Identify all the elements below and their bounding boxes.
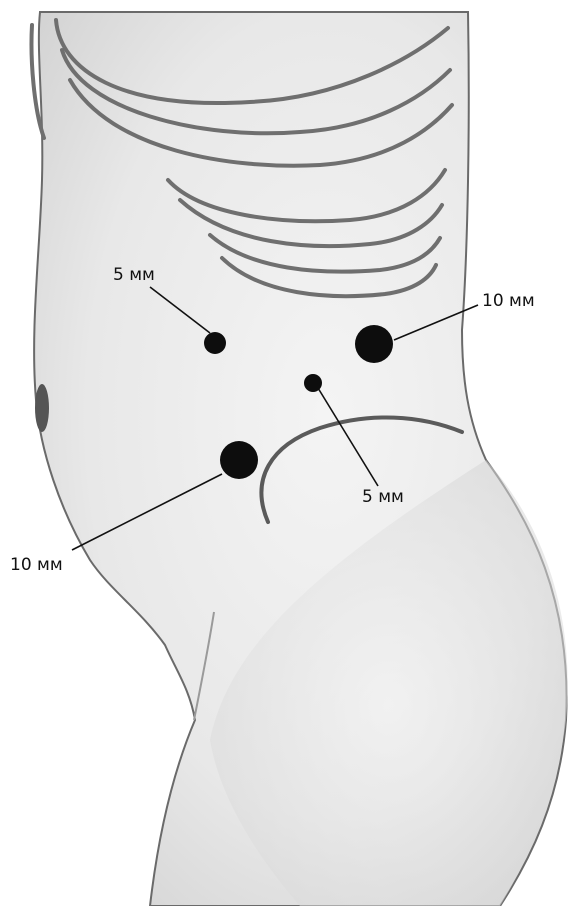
port-5mm-upper-left — [204, 332, 226, 354]
label-port-10mm-right: 10 мм — [482, 293, 535, 310]
label-port-10mm-lower-left: 10 мм — [10, 557, 63, 574]
port-10mm-right — [355, 325, 393, 363]
port-10mm-lower-left — [220, 441, 258, 479]
label-port-5mm-upper-left: 5 мм — [113, 267, 155, 284]
flank-shadow-mark — [35, 384, 49, 432]
port-5mm-center — [304, 374, 322, 392]
label-port-5mm-center: 5 мм — [362, 489, 404, 506]
